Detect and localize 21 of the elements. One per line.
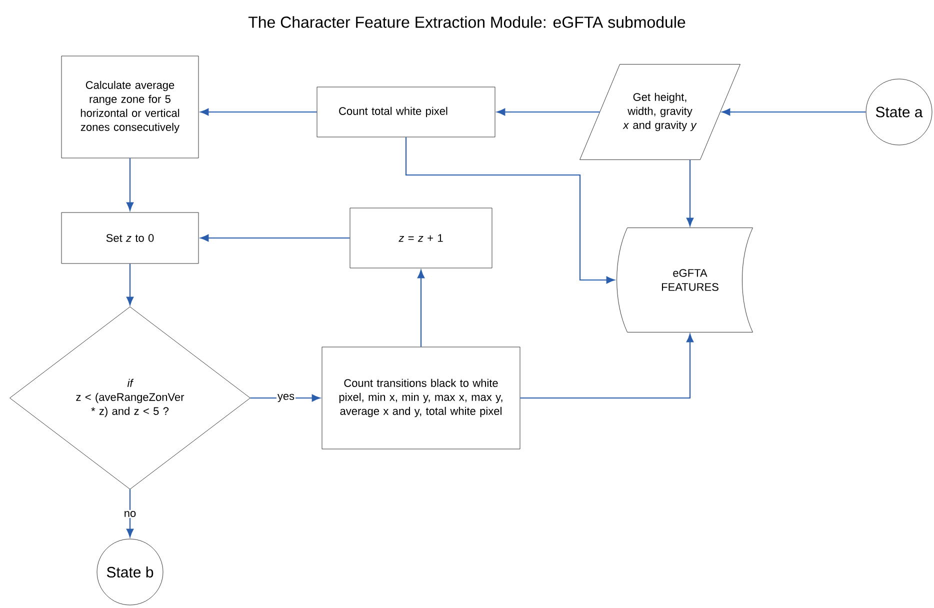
process-box: Count total white pixel — [316, 86, 496, 138]
arrow — [496, 108, 600, 116]
arrow — [250, 394, 320, 402]
process-box: z = z + 1 — [350, 208, 492, 268]
process-box: Calculate average range zone for 5 horizontal or vertical zones consecutively — [61, 56, 199, 158]
arrow — [405, 137, 615, 284]
arrow — [722, 108, 866, 116]
arrow — [200, 234, 350, 242]
arrow — [126, 158, 134, 211]
process-box: Count transitions black to white pixel, min x, min y, max x, max y, average x and y, total white pixel — [322, 346, 520, 450]
edge-label: no — [122, 510, 138, 518]
arrow — [126, 489, 134, 538]
arrow — [126, 264, 134, 306]
process-box: Set z to 0 — [61, 212, 199, 264]
edge-label: yes — [276, 392, 296, 404]
arrow — [417, 270, 425, 347]
arrow — [520, 334, 694, 399]
title: The Character Feature Extraction Module: eGFTA submodule — [248, 16, 686, 28]
arrow — [200, 108, 317, 116]
arrow — [686, 160, 694, 226]
data-parallelogram: Get height, width, gravity x and gravity y — [580, 64, 740, 160]
